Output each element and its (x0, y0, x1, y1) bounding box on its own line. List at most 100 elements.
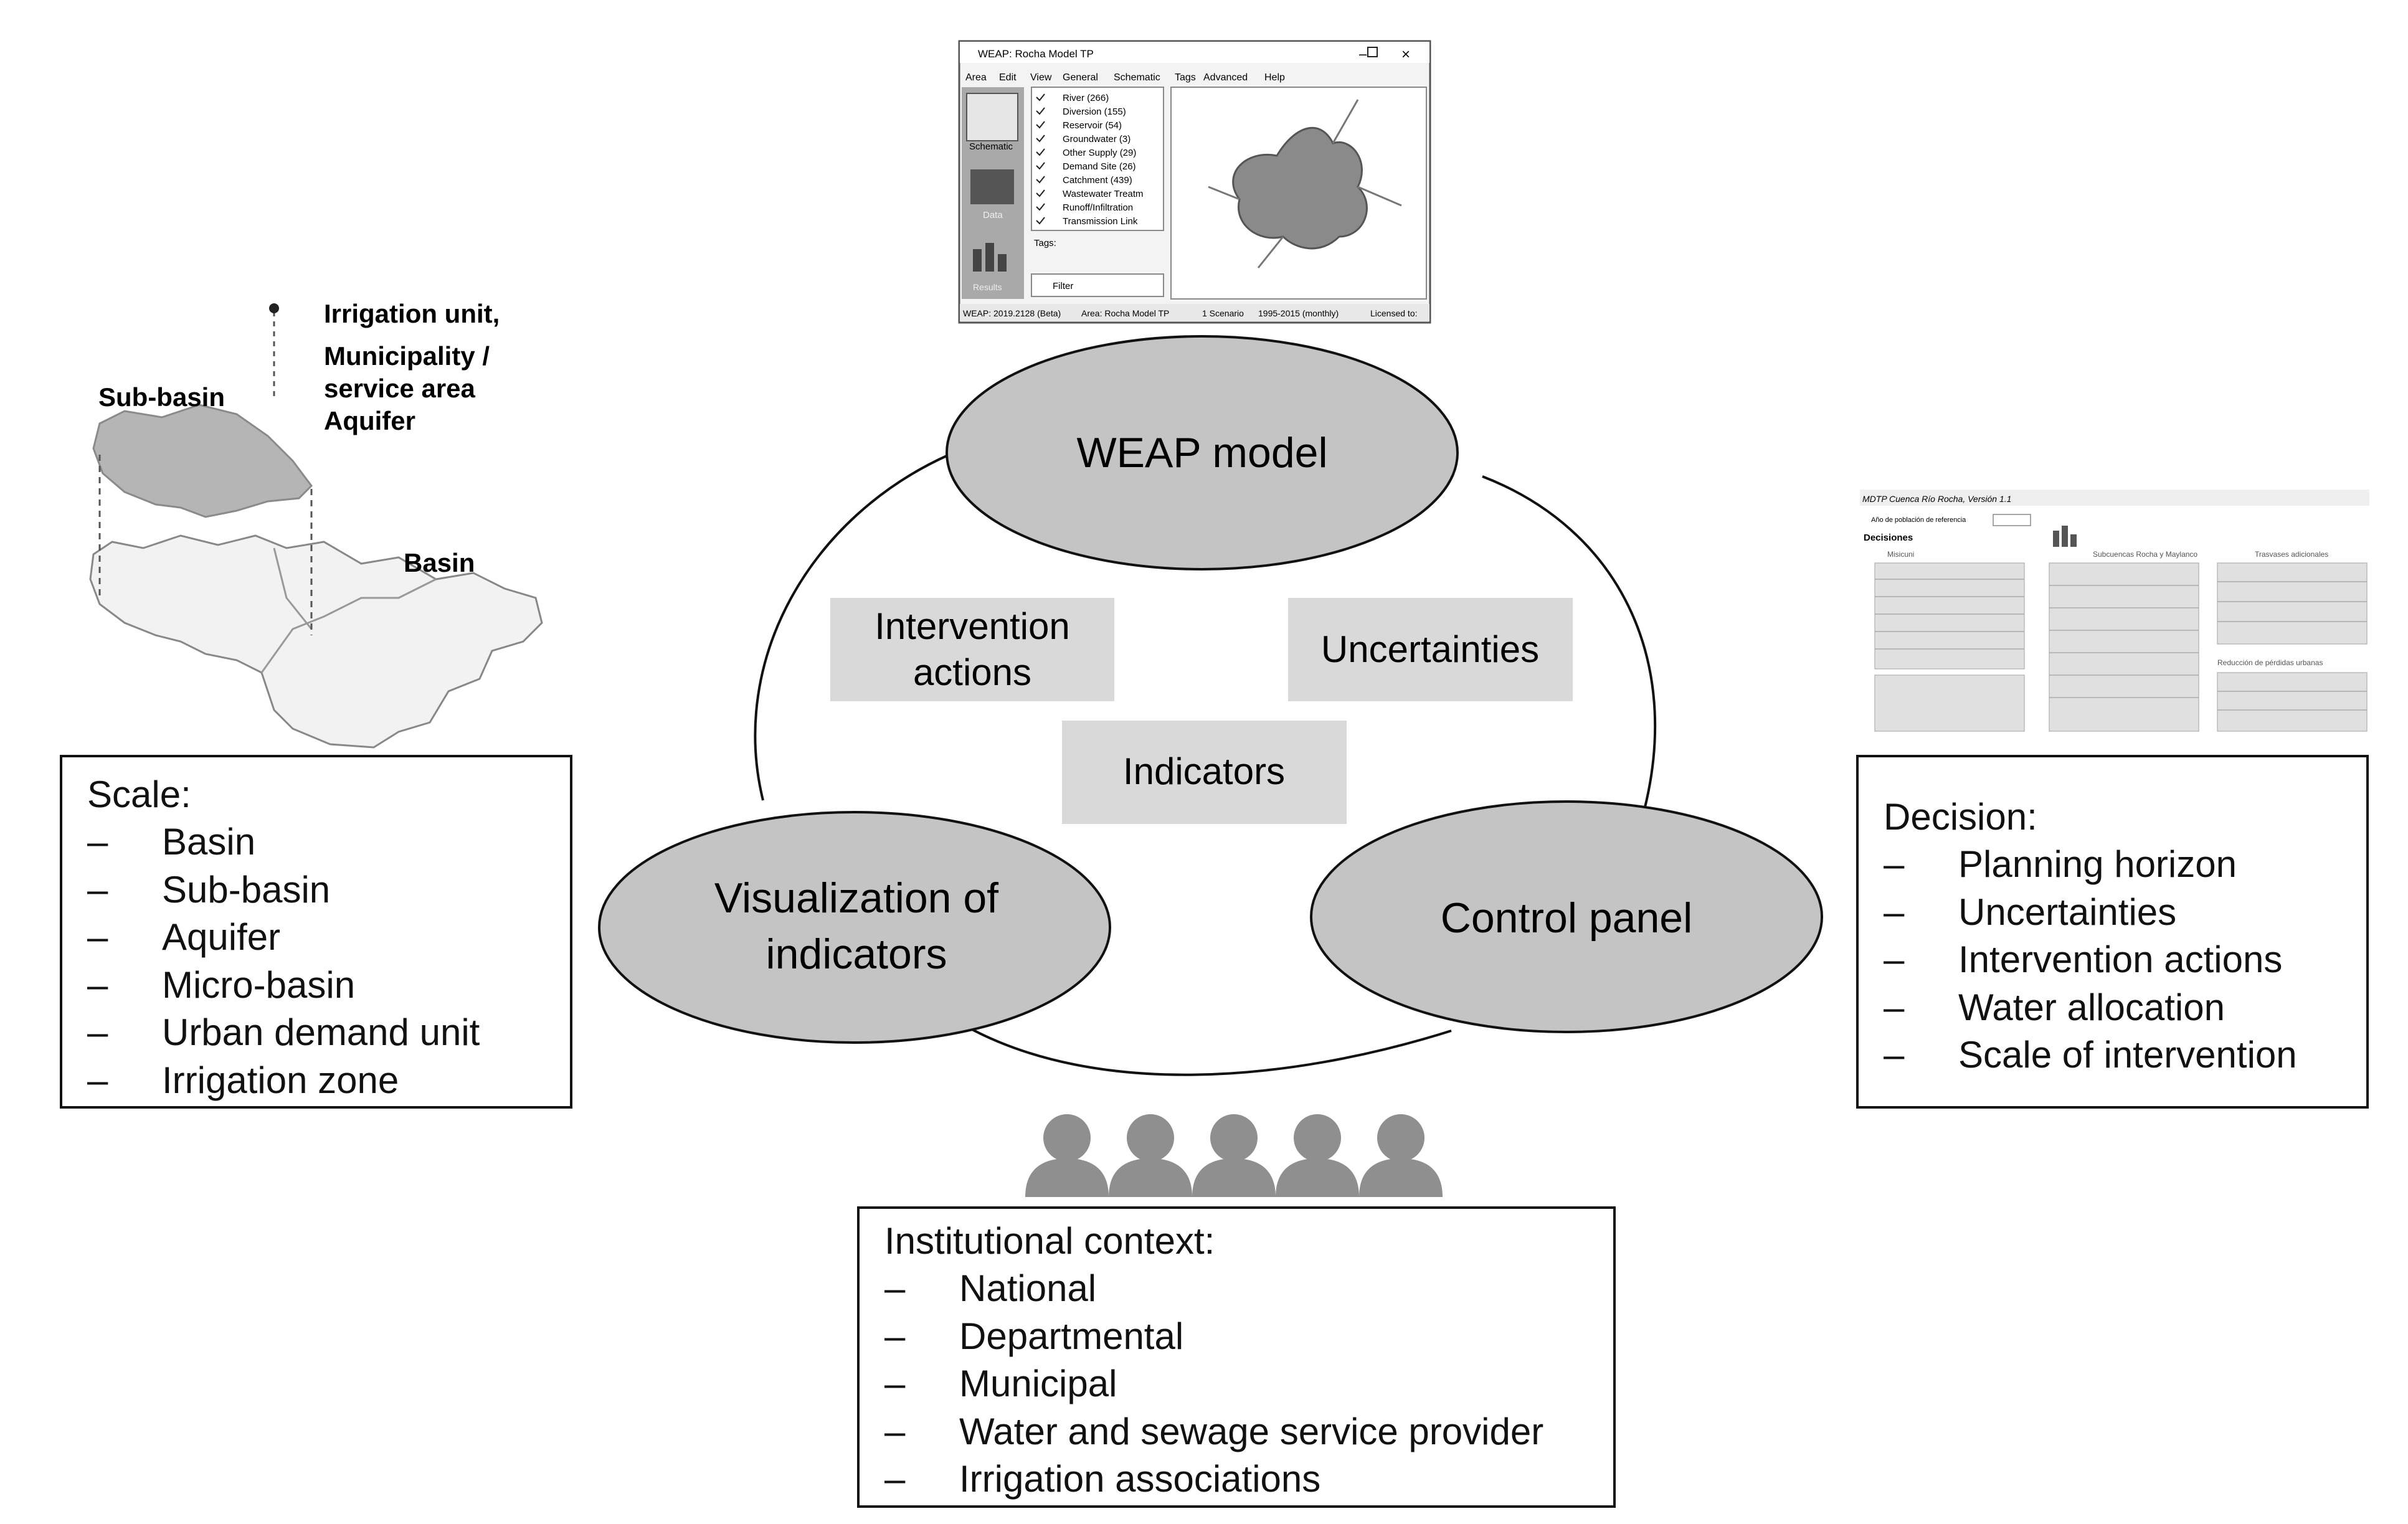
list-item: –Departmental (884, 1315, 1184, 1357)
list-item: –Water allocation (1884, 986, 2225, 1028)
person-icon (1192, 1114, 1276, 1197)
node-control-panel (1310, 800, 1823, 1033)
map-label-municipality: Municipality / (324, 341, 490, 371)
cp-shot-ref-year: Año de población de referencia (1871, 516, 1966, 524)
node-visualization-label-2: indicators (766, 930, 947, 978)
concept-indicators (1062, 721, 1347, 824)
list-item: –Aquifer (87, 916, 281, 958)
control-panel-screenshot: MDTP Cuenca Río Rocha, Versión 1.1 Año d… (1860, 490, 2369, 735)
list-item: –Urban demand unit (87, 1011, 480, 1053)
basin-shape (89, 534, 543, 749)
weap-window-screenshot: WEAP: Rocha Model TP – × Area Edit View … (958, 40, 1431, 324)
list-item: –National (884, 1267, 1097, 1309)
institutional-title: Institutional context: (884, 1220, 1215, 1262)
subbasin-shape (92, 404, 313, 518)
cp-shot-col3: Trasvases adicionales (2255, 550, 2328, 559)
list-item: –Irrigation zone (87, 1059, 399, 1101)
weap-menu-advanced: Advanced (1203, 72, 1248, 83)
concept-intervention-label-2: actions (913, 651, 1031, 693)
weap-layer-other-supply: Other Supply (29) (1063, 148, 1136, 158)
weap-menu-edit: Edit (999, 72, 1017, 83)
stakeholders-icons (1025, 1114, 1443, 1197)
list-item: –Planning horizon (1884, 843, 2237, 885)
weap-tab-schematic: Schematic (969, 141, 1013, 152)
weap-tab-results: Results (973, 282, 1002, 292)
cp-shot-col2: Subcuencas Rocha y Maylanco (2093, 550, 2197, 559)
arrow-control-to-weap (1482, 475, 1657, 810)
weap-window-title: WEAP: Rocha Model TP (978, 48, 1094, 60)
concept-intervention-label-1: Intervention (875, 605, 1070, 647)
weap-menu-schematic: Schematic (1114, 72, 1160, 83)
institutional-list: –National –Departmental –Municipal –Wate… (884, 1265, 1613, 1503)
person-icon (1276, 1114, 1359, 1197)
weap-tags-label: Tags: (1034, 238, 1056, 248)
weap-menu-area: Area (965, 72, 987, 83)
node-weap-model (946, 335, 1459, 570)
inner-concepts: Intervention actions Uncertainties Indic… (830, 598, 1573, 824)
map-label-basin: Basin (404, 548, 475, 577)
arrow-weap-to-visualization (754, 453, 950, 801)
node-control-panel-label: Control panel (1441, 894, 1692, 942)
concept-uncertainties-label: Uncertainties (1321, 628, 1539, 670)
list-item: –Uncertainties (1884, 891, 2177, 933)
list-item: –Municipal (884, 1363, 1117, 1404)
weap-layer-reservoir: Reservoir (54) (1063, 120, 1122, 131)
node-visualization-label-1: Visualization of (714, 874, 998, 922)
weap-layer-river: River (266) (1063, 93, 1109, 103)
weap-layer-demand-site: Demand Site (26) (1063, 161, 1136, 172)
weap-tab-data: Data (983, 210, 1003, 220)
list-item: –Basin (87, 821, 256, 863)
weap-status-period: 1995-2015 (monthly) (1258, 308, 1339, 318)
institutional-box: Institutional context: –National –Depart… (857, 1206, 1616, 1508)
weap-menu-tags: Tags (1175, 72, 1196, 83)
person-icon (1109, 1114, 1192, 1197)
map-label-subbasin: Sub-basin (98, 382, 225, 412)
list-item: –Scale of intervention (1884, 1034, 2297, 1076)
cp-shot-col1: Misicuni (1887, 550, 1914, 559)
weap-status-license: Licensed to: (1370, 308, 1418, 318)
weap-layer-wastewater: Wastewater Treatm (1063, 189, 1143, 199)
node-visualization (598, 811, 1111, 1044)
basin-map: Irrigation unit, Municipality / service … (89, 299, 543, 749)
weap-menu-help: Help (1264, 72, 1285, 83)
weap-filter-label: Filter (1053, 281, 1073, 291)
concept-indicators-label: Indicators (1123, 750, 1285, 792)
decision-title: Decision: (1884, 796, 2037, 838)
concept-uncertainties (1288, 598, 1573, 701)
concept-intervention-actions (830, 598, 1114, 701)
weap-layer-runoff: Runoff/Infiltration (1063, 202, 1133, 213)
weap-layer-diversion: Diversion (155) (1063, 106, 1126, 117)
svg-text:–: – (1359, 46, 1367, 62)
list-item: –Irrigation associations (884, 1458, 1321, 1500)
weap-menu-view: View (1030, 72, 1052, 83)
node-weap-model-label: WEAP model (1076, 429, 1327, 476)
scale-list: –Basin –Sub-basin –Aquifer –Micro-basin … (87, 818, 570, 1104)
person-icon (1359, 1114, 1443, 1197)
decision-list: –Planning horizon –Uncertainties –Interv… (1884, 841, 2366, 1079)
person-icon (1025, 1114, 1109, 1197)
list-item: –Water and sewage service provider (884, 1410, 1544, 1452)
scale-title: Scale: (87, 774, 191, 815)
list-item: –Micro-basin (87, 963, 356, 1006)
cycle-nodes: WEAP model Visualization of indicators C… (598, 335, 1823, 1044)
list-item: –Sub-basin (87, 868, 331, 911)
scale-box: Scale: –Basin –Sub-basin –Aquifer –Micro… (60, 755, 572, 1109)
weap-layer-transmission: Transmission Link (1063, 216, 1138, 227)
weap-status-version: WEAP: 2019.2128 (Beta) (963, 308, 1061, 318)
map-label-aquifer: Aquifer (324, 406, 415, 435)
list-item: –Intervention actions (1884, 939, 2283, 980)
weap-layer-catchment: Catchment (439) (1063, 175, 1132, 186)
map-label-service-area: service area (324, 374, 476, 403)
weap-status-scenario: 1 Scenario (1202, 308, 1244, 318)
arrow-visualization-to-control (968, 1026, 1452, 1076)
decision-box: Decision: –Planning horizon –Uncertainti… (1856, 755, 2369, 1109)
cp-shot-sub-header: Reducción de pérdidas urbanas (2217, 658, 2323, 667)
weap-layer-groundwater: Groundwater (3) (1063, 134, 1131, 144)
svg-text:×: × (1401, 46, 1410, 63)
cycle-arrows (754, 453, 1657, 1076)
cp-shot-decisions: Decisiones (1864, 532, 1913, 543)
weap-menu-general: General (1063, 72, 1098, 83)
weap-status-area: Area: Rocha Model TP (1081, 308, 1169, 318)
map-label-irrigation: Irrigation unit, (324, 299, 500, 328)
